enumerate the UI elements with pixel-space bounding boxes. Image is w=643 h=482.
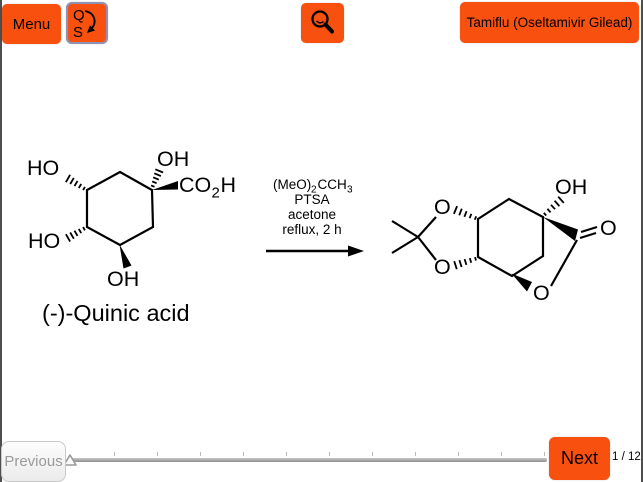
synthesis-title-button[interactable]: Tamiflu (Oseltamivir Gilead) (460, 2, 639, 43)
bold-wedge-co2h (152, 181, 178, 190)
bold-wedge-carbonyl (543, 217, 578, 241)
product-structure: O O OH O O (391, 175, 617, 305)
synthesis-title-label: Tamiflu (Oseltamivir Gilead) (466, 15, 633, 30)
product-lactone-o-label: O (533, 281, 550, 305)
bold-wedge-oh-bottom (119, 244, 132, 269)
reactant-structure: OH CO 2 H HO HO OH (-)-Quinic acid (27, 147, 236, 326)
reactant-caption: (-)-Quinic acid (42, 300, 190, 326)
page-indicator: 1 / 12 (612, 451, 641, 463)
hashed-wedge-o-bottom (453, 256, 477, 270)
reactant-oh-bottom-label: OH (107, 267, 139, 291)
reagent-part2: CCH (318, 177, 347, 192)
window-frame-right (641, 0, 643, 482)
reaction-conditions: (MeO) 2 CCH 3 PTSA acetone reflux, 2 h (266, 177, 364, 257)
hashed-wedge-ho-upper (65, 174, 86, 191)
carbonyl-o-ring-bond (550, 239, 578, 287)
window-frame-left (0, 0, 2, 482)
reactant-co-label: CO (179, 173, 211, 197)
slider-track[interactable] (70, 458, 547, 462)
acetonide-o-bottom-bond (417, 236, 437, 261)
duration-label: reflux, 2 h (282, 222, 341, 237)
methyl-bond-1 (391, 220, 419, 238)
next-button[interactable]: Next (549, 437, 610, 480)
previous-button[interactable]: Previous (1, 441, 66, 482)
product-ring (476, 197, 545, 278)
reactant-co2-sub: 2 (212, 185, 220, 202)
qs-s-label: S (73, 24, 83, 41)
product-carbonyl-o-label: O (600, 216, 617, 240)
slider-thumb[interactable] (62, 452, 78, 468)
page-slider[interactable] (63, 446, 548, 474)
reagent-part1: (MeO) (273, 177, 311, 192)
menu-button[interactable]: Menu (2, 4, 61, 44)
reaction-arrow (266, 245, 364, 257)
reactant-ho-lower-label: HO (28, 229, 60, 253)
previous-button-label: Previous (4, 453, 63, 470)
carbonyl-double-bond-1 (580, 225, 598, 234)
acetonide-o-top-bond (417, 216, 437, 238)
catalyst-label: PTSA (294, 192, 329, 207)
slider-tick-marks (114, 452, 548, 456)
reagent-sub1: 2 (311, 185, 317, 196)
reactant-oh-top-label: OH (157, 147, 189, 171)
carbonyl-double-bond-2 (579, 231, 597, 240)
menu-button-label: Menu (12, 15, 51, 33)
next-button-label: Next (560, 448, 598, 468)
qs-cycle-icon: Q S (73, 7, 96, 41)
product-oh-label: OH (555, 175, 587, 199)
reactant-ring (85, 170, 155, 247)
hashed-wedge-o-top (453, 205, 478, 221)
methyl-bond-2 (391, 236, 419, 254)
product-o-bottom-label: O (434, 255, 451, 279)
product-o-top-label: O (434, 195, 451, 219)
reactant-h-label: H (221, 173, 237, 197)
hashed-wedge-ho-lower (65, 226, 86, 243)
hashed-wedge-product-oh (543, 196, 565, 217)
question-solution-toggle-button[interactable]: Q S (66, 2, 108, 44)
reactant-ho-upper-label: HO (27, 156, 59, 180)
hashed-wedge-oh-top (150, 168, 164, 188)
solvent-label: acetone (288, 207, 336, 222)
reagent-sub2: 3 (347, 185, 353, 196)
qs-q-label: Q (73, 7, 85, 24)
bold-wedge-lactone-o (511, 273, 532, 292)
search-icon (310, 10, 334, 34)
search-button[interactable] (301, 3, 344, 43)
